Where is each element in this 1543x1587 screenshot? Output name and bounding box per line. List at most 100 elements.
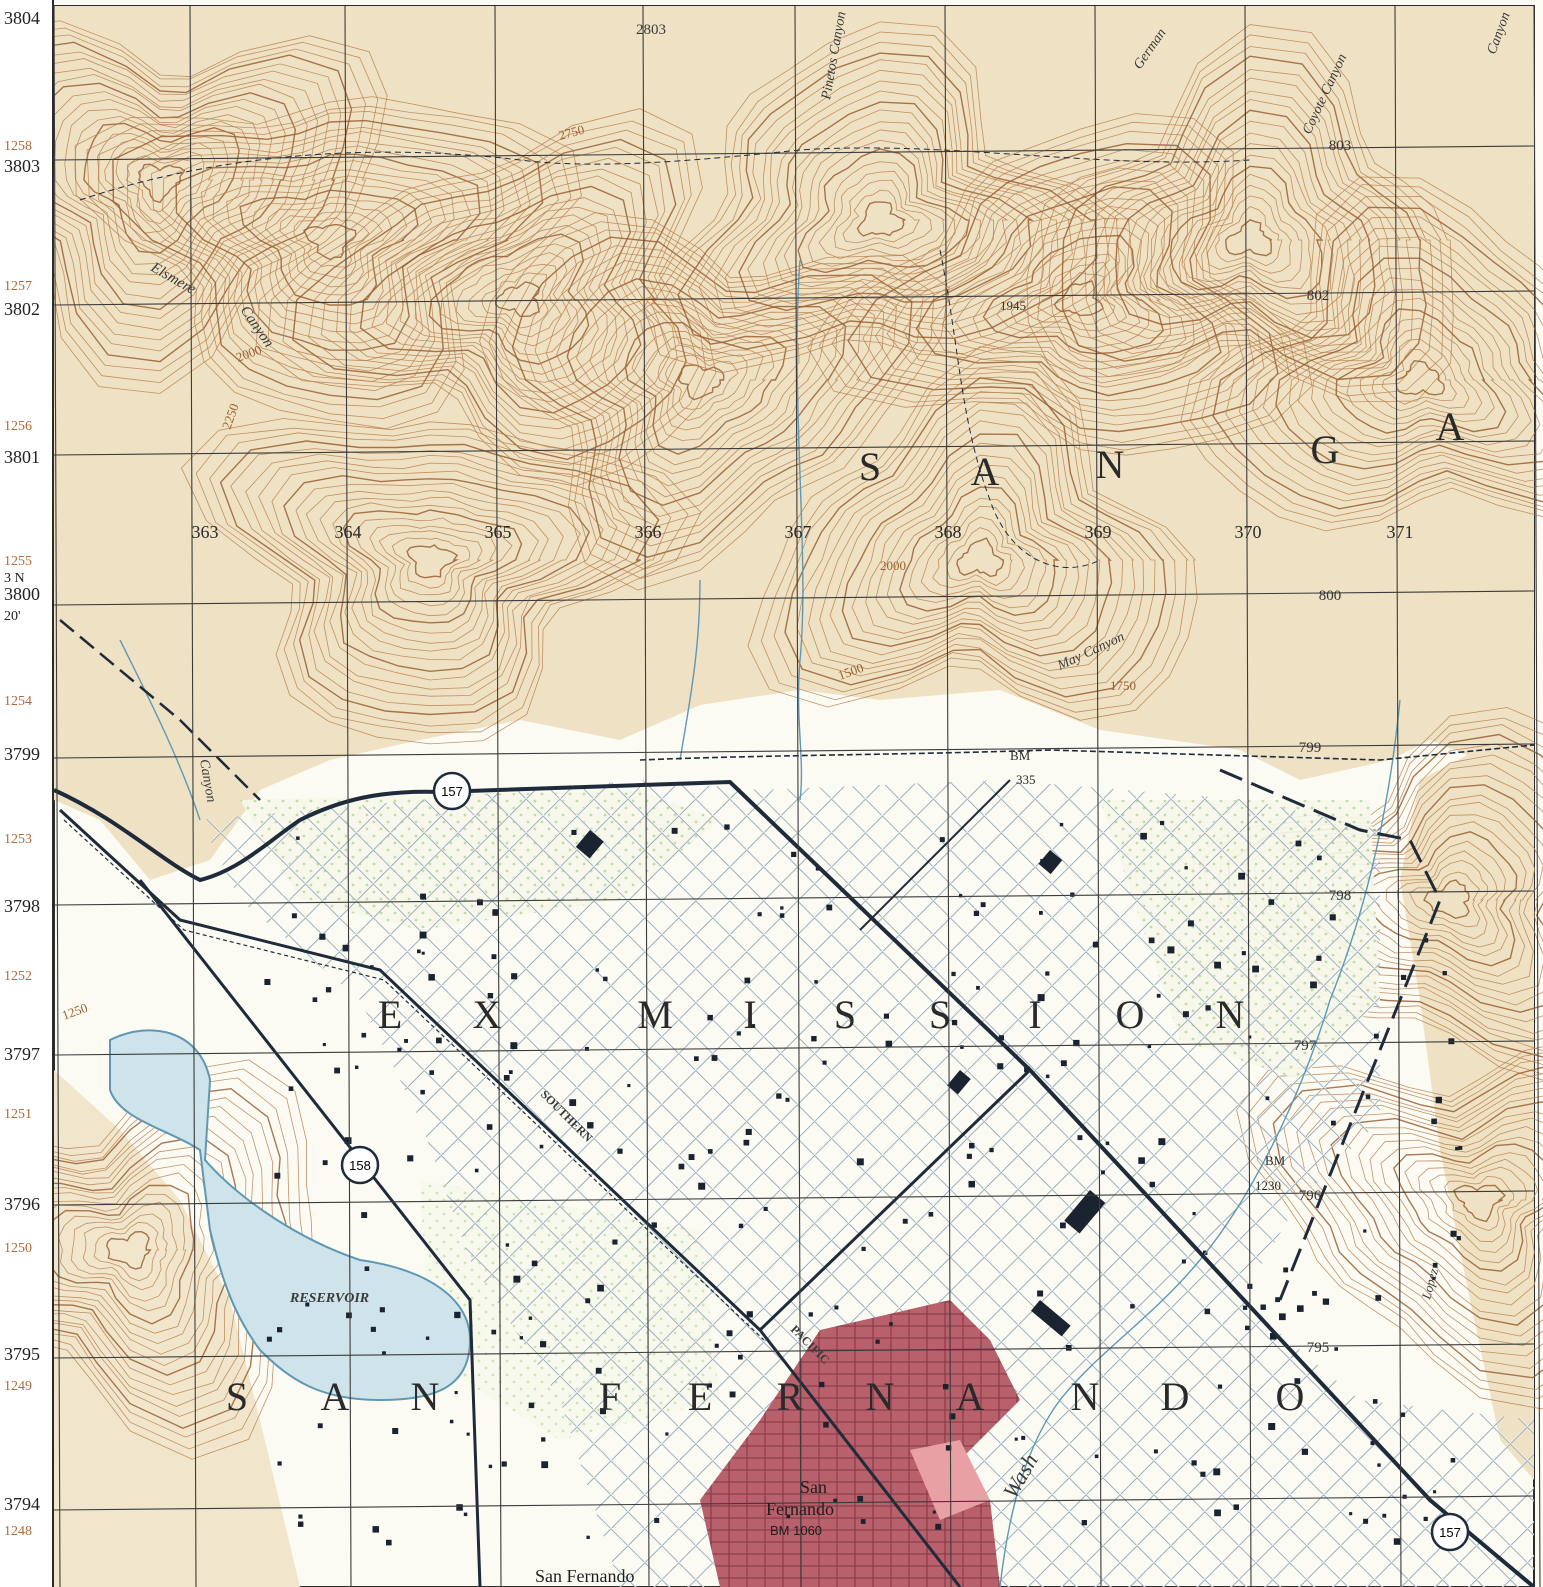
contour-line: [1346, 318, 1495, 425]
contour-line: [1392, 1143, 1543, 1272]
building: [885, 1040, 893, 1048]
building: [814, 980, 818, 984]
contour-line: [1212, 206, 1543, 510]
building: [361, 1212, 368, 1218]
building: [688, 1154, 695, 1160]
building: [491, 954, 497, 960]
building: [428, 974, 435, 981]
building: [1045, 971, 1050, 976]
contour-line: [589, 297, 826, 487]
building: [751, 1024, 756, 1028]
northing-label: 1253: [4, 832, 32, 847]
building: [1214, 1509, 1221, 1517]
building: [486, 1124, 493, 1130]
elevation-label: 1750: [1110, 678, 1136, 693]
contour-line: [0, 34, 367, 372]
building: [889, 1322, 893, 1326]
building: [743, 1139, 750, 1146]
contour-line: [74, 96, 582, 430]
roads: [53, 147, 1536, 1587]
building: [277, 1461, 282, 1466]
contour-line: [212, 175, 446, 325]
building: [786, 1514, 791, 1519]
contour-line: [841, 433, 1113, 657]
building: [454, 1311, 461, 1319]
northing-label: 3796: [4, 1194, 40, 1214]
contour-line: [359, 185, 642, 414]
building: [1213, 1468, 1221, 1476]
large-building: [575, 830, 604, 859]
contour-line: [651, 31, 1120, 365]
contour-line: [0, 1087, 290, 1430]
contour-line: [818, 121, 1300, 451]
building: [1297, 1305, 1304, 1312]
building: [785, 1097, 790, 1102]
building: [1279, 1313, 1286, 1321]
building: [1233, 1504, 1239, 1510]
building: [1374, 1033, 1379, 1039]
contour-line: [369, 524, 497, 607]
building: [1283, 1267, 1289, 1273]
grid-line: [53, 5, 61, 1587]
northing-label: 3798: [4, 896, 40, 916]
building: [1160, 820, 1165, 826]
contour-line: [279, 211, 383, 280]
building: [932, 1510, 936, 1514]
northing-label: 1248: [4, 1524, 32, 1539]
northing-label: 1256: [4, 419, 32, 434]
contour-line: [747, 109, 1022, 305]
building: [1295, 840, 1302, 847]
easting-label: 364: [335, 522, 362, 542]
contour-line: [1344, 1111, 1543, 1317]
building: [519, 1336, 523, 1340]
contour-line: [642, 336, 764, 431]
building: [960, 1045, 964, 1049]
building: [1400, 1412, 1406, 1417]
contour-line: [271, 467, 604, 681]
building: [1275, 1297, 1281, 1303]
building: [1158, 1138, 1166, 1146]
grid-northing-label: 799: [1299, 740, 1322, 756]
region-letter: M: [637, 992, 673, 1037]
contour-line: [1150, 143, 1345, 316]
building: [587, 1122, 594, 1129]
contour-line: [808, 401, 1145, 679]
building: [1081, 1520, 1087, 1526]
building: [708, 1149, 713, 1154]
contour-line: [1238, 228, 1543, 495]
building: [501, 1461, 507, 1467]
building: [274, 1172, 281, 1179]
contour-line: [807, 161, 956, 267]
building: [488, 1464, 493, 1469]
building: [1375, 1295, 1382, 1301]
building: [436, 1037, 442, 1044]
grid-line: [53, 1040, 1535, 1056]
contour-line: [399, 214, 608, 383]
building: [392, 1428, 399, 1434]
region-letter: S: [929, 992, 951, 1037]
building: [597, 1284, 604, 1292]
contour-line: [283, 474, 591, 673]
contour-line: [624, 322, 787, 455]
contour-line: [932, 516, 1025, 592]
contour-line: [996, 242, 1150, 349]
building: [456, 1504, 463, 1511]
building: [379, 1307, 385, 1313]
building: [826, 904, 833, 911]
contour-line: [819, 409, 1136, 672]
building: [342, 944, 350, 952]
building: [1401, 974, 1407, 980]
contour-line: [556, 269, 861, 517]
building: [298, 1514, 303, 1519]
building: [1349, 1512, 1353, 1516]
building: [599, 1408, 606, 1415]
building: [1167, 946, 1175, 954]
contour-line: [112, 119, 544, 401]
building: [1059, 822, 1064, 827]
contour-line: [747, 346, 1198, 721]
contour-line: [524, 245, 897, 547]
contour-line: [1453, 1184, 1507, 1223]
easting-label: 365: [485, 522, 512, 542]
region-letter: N: [1071, 1374, 1100, 1419]
